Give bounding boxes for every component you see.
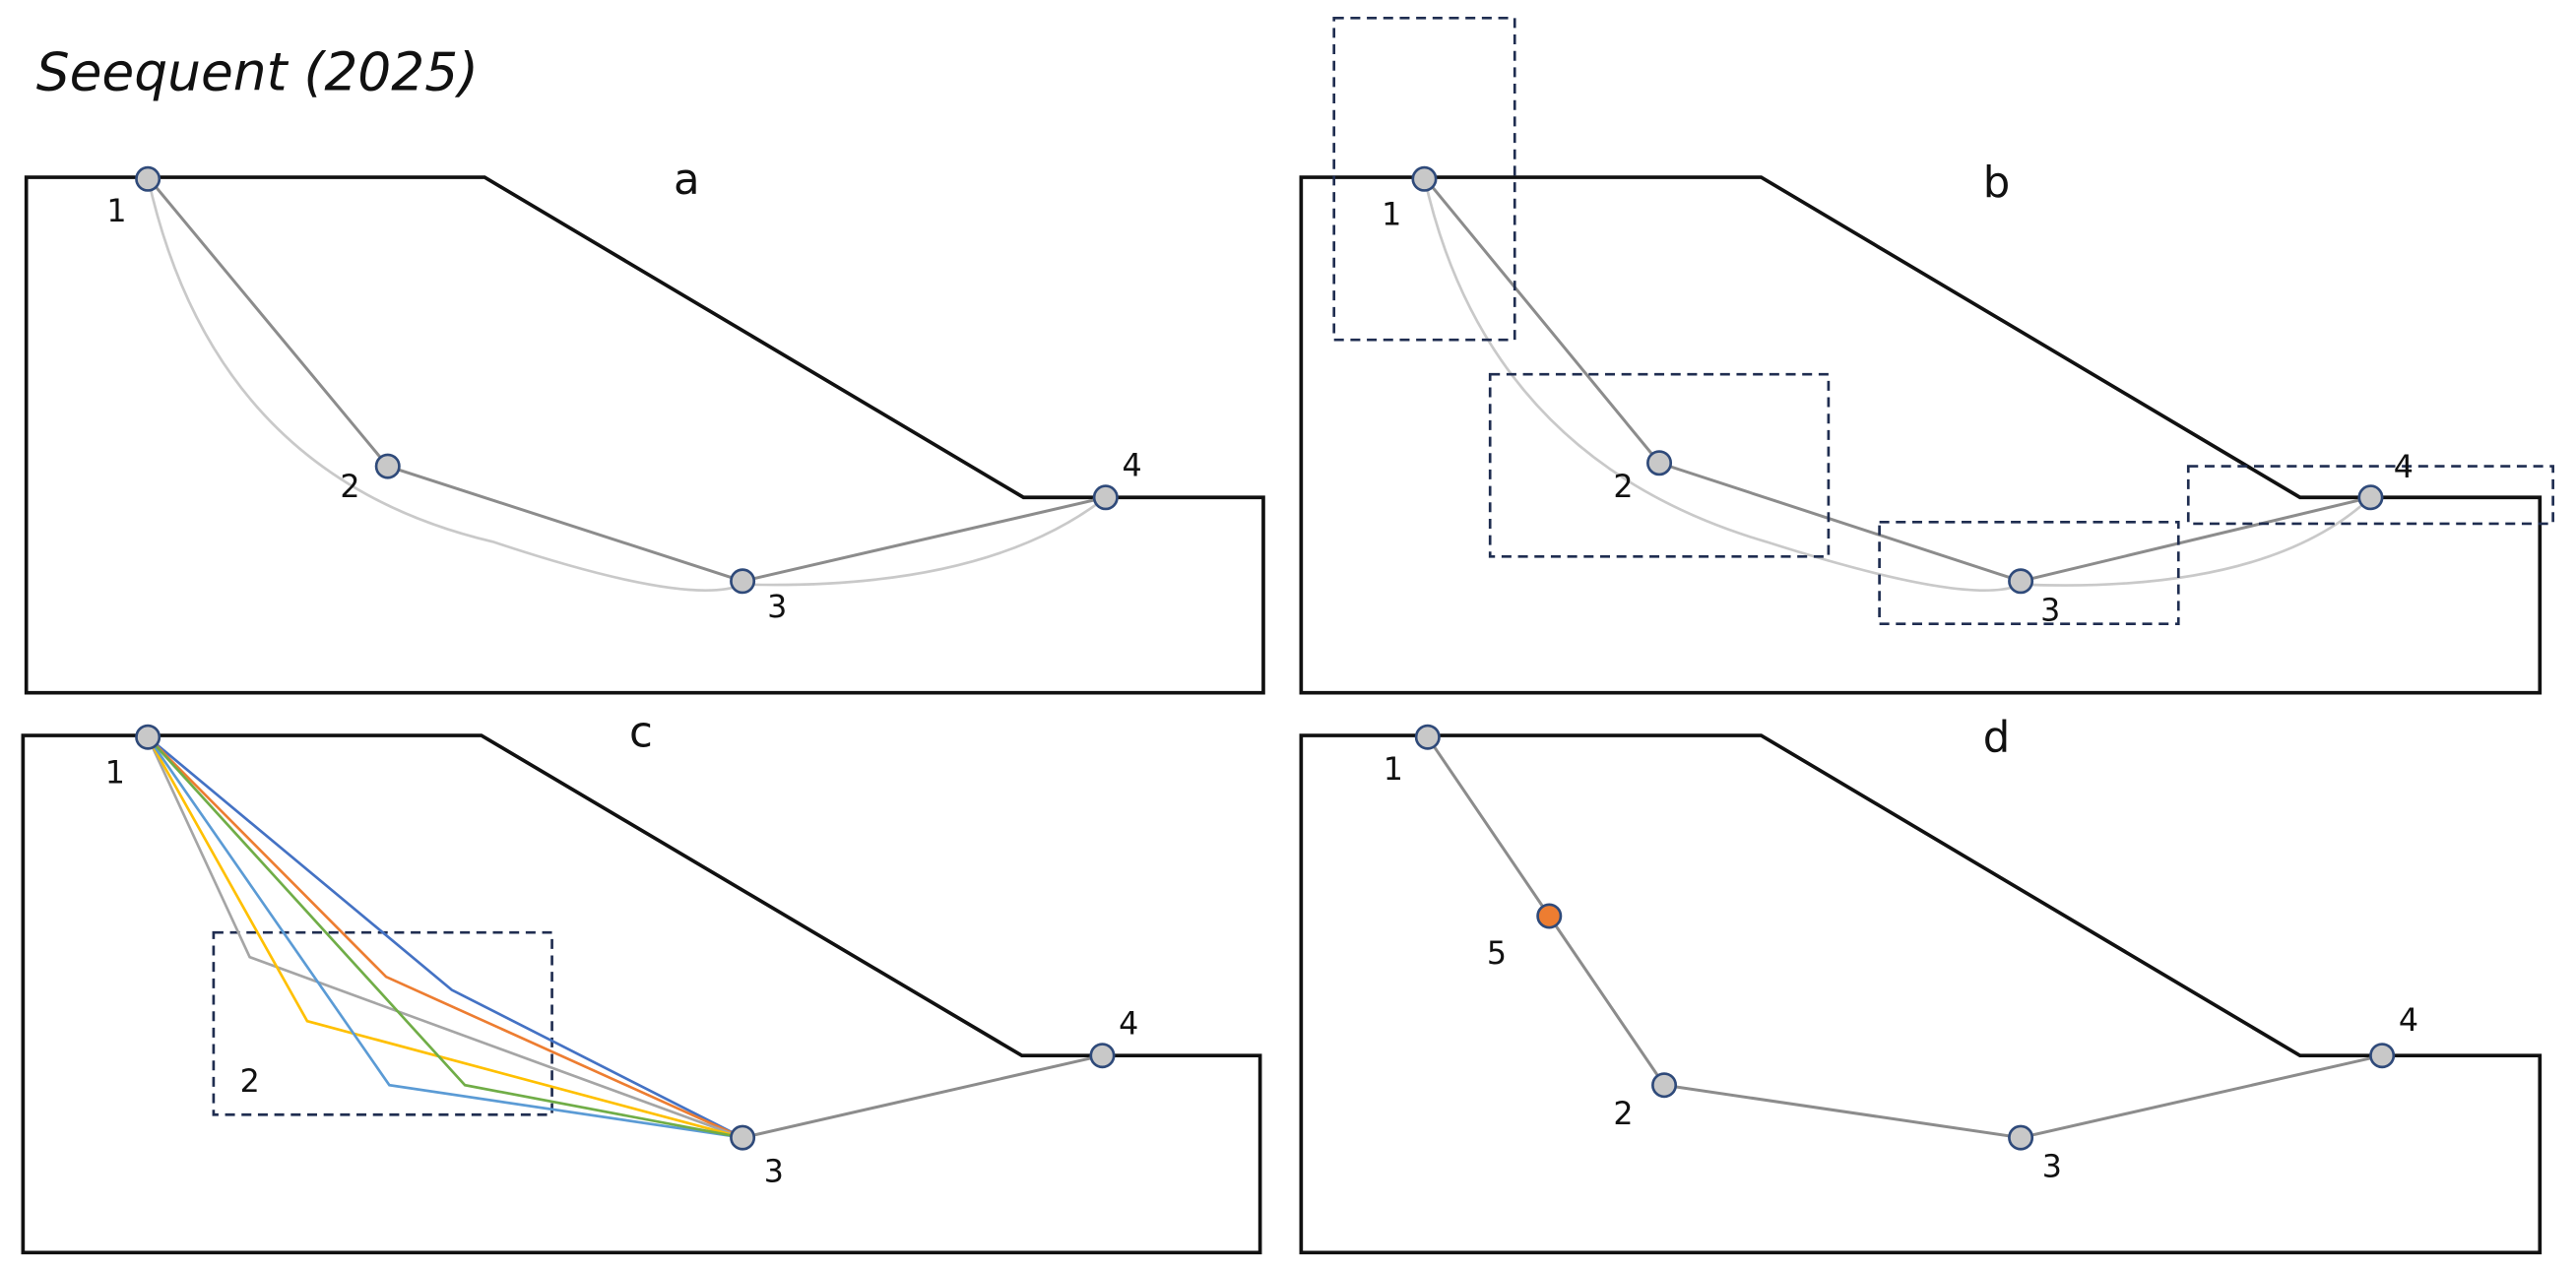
search-box-node-3[interactable] [1878,520,2180,625]
node-label: 4 [1122,449,1141,484]
node-2[interactable] [1646,450,1673,476]
search-box-node-2[interactable] [1488,372,1831,558]
node-5-new[interactable] [1536,903,1563,929]
node-label: 1 [1382,197,1401,232]
trial-slip-surface [146,736,743,1139]
node-4[interactable] [2357,484,2384,511]
node-3[interactable] [730,1124,756,1151]
node-label: 4 [1119,1007,1138,1043]
node-label: 3 [2042,1150,2062,1185]
node-label: 1 [1384,752,1403,788]
slip-surface-segment [741,1053,1103,1140]
slope-profile [24,175,1265,695]
trial-slip-surfaces [146,735,743,1139]
panel-a: a 1 2 3 4 [24,156,1265,695]
slope-profile [1299,733,2543,1255]
node-3[interactable] [2008,568,2034,595]
node-label: 4 [2399,1003,2418,1039]
search-box-node-4[interactable] [2186,465,2554,526]
node-3[interactable] [730,568,756,595]
node-1[interactable] [1414,724,1441,750]
slip-surface [1423,176,2371,583]
panel-label: d [1983,714,2011,763]
node-label: 3 [767,590,787,625]
search-box-node-1[interactable] [1332,17,1516,342]
node-label: 3 [2040,593,2060,628]
slope-profile [1299,175,2543,695]
search-box-node-2[interactable] [212,930,553,1116]
node-1[interactable] [1411,165,1438,192]
panel-b: b 1 2 3 4 [1299,17,2554,695]
circular-arc [1423,176,2372,592]
panel-label: c [629,709,653,758]
node-label: 4 [2394,450,2414,485]
trial-slip-surface [147,735,743,1139]
node-2[interactable] [374,453,401,479]
node-label: 2 [1613,470,1633,505]
node-1[interactable] [135,724,161,750]
node-label: 2 [1613,1097,1633,1132]
trial-slip-surface [146,736,743,1139]
node-label: 1 [105,755,125,791]
trial-slip-surface [147,735,743,1139]
slope-profile [21,733,1262,1255]
node-4[interactable] [1089,1043,1116,1069]
node-label: 2 [340,470,359,505]
node-label: 1 [106,194,126,229]
figure-title: Seequent (2025) [36,41,479,103]
slip-surface [146,176,1107,583]
trial-slip-surface [147,735,743,1139]
panel-c: c 1 2 3 4 [21,709,1262,1255]
panel-label: b [1983,159,2011,208]
circular-arc [146,176,1107,592]
panel-label: a [674,156,700,205]
node-label: 2 [240,1064,260,1100]
node-label: 5 [1487,936,1507,972]
panel-d: d 1 2 3 4 5 [1299,714,2543,1255]
node-2[interactable] [1651,1072,1678,1099]
node-3[interactable] [2008,1124,2034,1151]
trial-slip-surface [147,735,743,1139]
node-4[interactable] [2369,1043,2396,1069]
node-1[interactable] [135,165,161,192]
node-4[interactable] [1092,484,1119,511]
slip-surface [1426,735,2383,1140]
node-label: 3 [764,1155,784,1190]
